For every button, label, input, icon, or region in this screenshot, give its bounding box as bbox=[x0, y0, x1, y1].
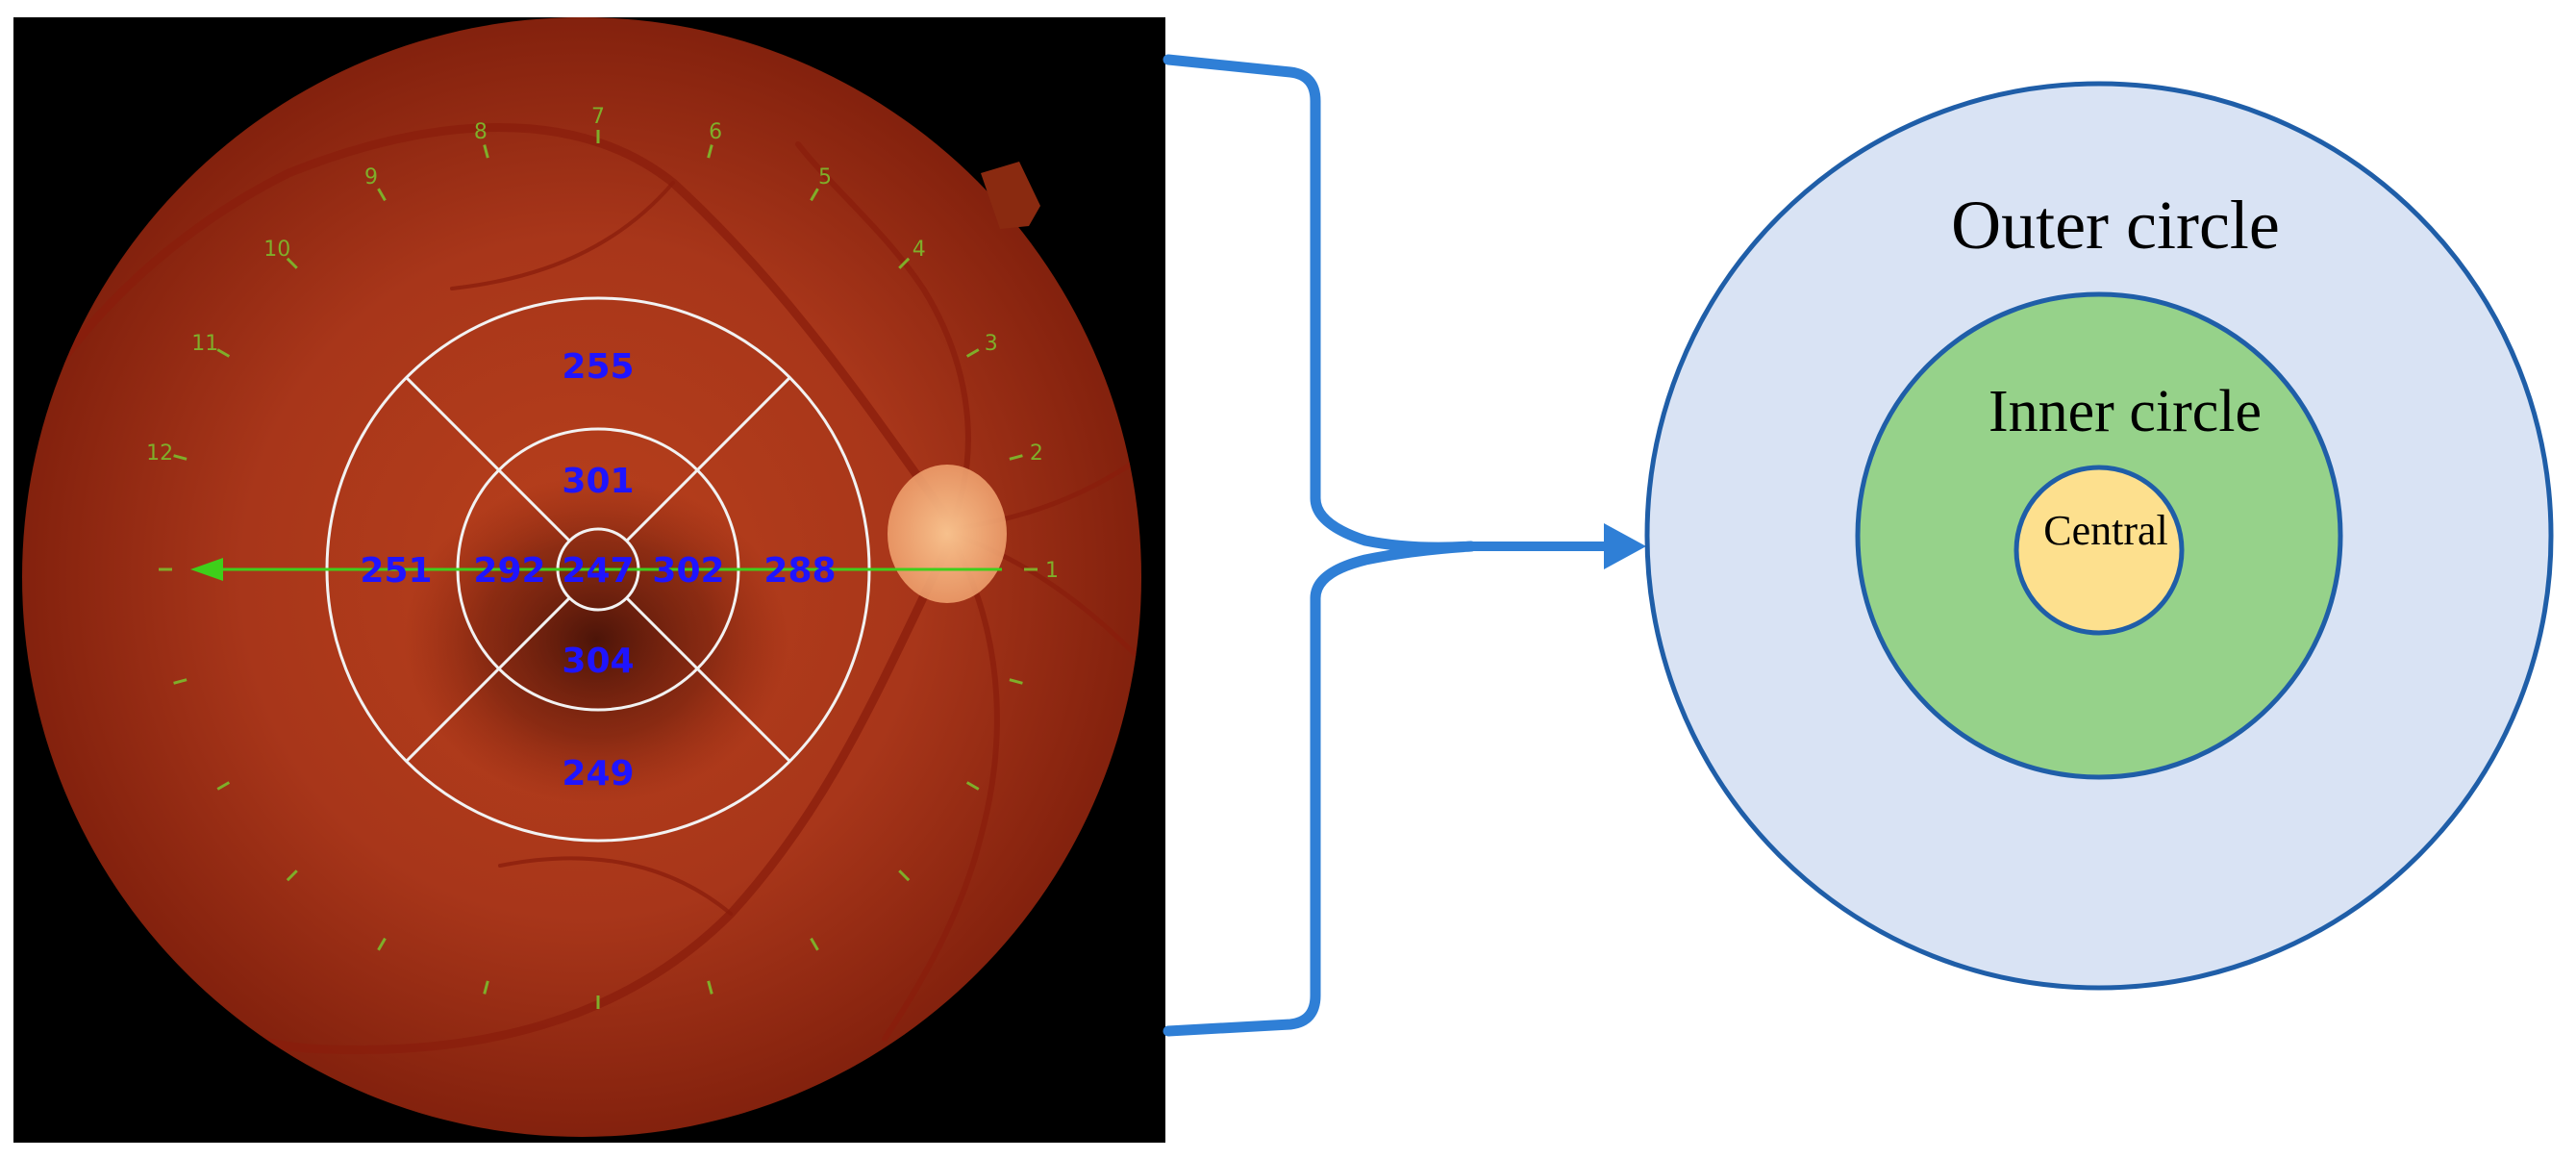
measurement-arrow bbox=[190, 558, 1002, 581]
clock-tick bbox=[898, 869, 911, 882]
clock-number: 11 bbox=[191, 332, 218, 356]
camera-notch bbox=[981, 162, 1040, 229]
grid-divider-3 bbox=[405, 376, 571, 542]
outer-circle-label: Outer circle bbox=[1951, 187, 2280, 264]
clock-tick bbox=[216, 781, 231, 791]
clock-tick bbox=[173, 454, 188, 461]
value-outer-superior: 255 bbox=[562, 347, 634, 387]
value-outer-nasal: 288 bbox=[763, 551, 836, 591]
clock-tick bbox=[1009, 454, 1023, 461]
clock-number: 10 bbox=[263, 238, 290, 262]
inner-circle-label: Inner circle bbox=[1988, 379, 2262, 444]
clock-number: 1 bbox=[1045, 559, 1059, 583]
clock-tick bbox=[810, 188, 819, 202]
macula-shadow bbox=[404, 476, 788, 803]
central-label: Central bbox=[2043, 507, 2168, 554]
value-outer-temporal: 251 bbox=[360, 551, 432, 591]
clock-number: 3 bbox=[985, 332, 998, 356]
clock-tick bbox=[483, 980, 489, 995]
value-outer-inferior: 249 bbox=[562, 754, 634, 794]
value-inner-nasal: 302 bbox=[652, 551, 724, 591]
value-inner-inferior: 304 bbox=[562, 642, 634, 681]
clock-number: 12 bbox=[146, 441, 173, 466]
clock-number: 5 bbox=[818, 165, 832, 189]
value-inner-superior: 301 bbox=[562, 462, 634, 501]
clock-tick bbox=[377, 188, 387, 202]
sector-values: 255 301 251 292 247 302 288 304 249 bbox=[360, 347, 836, 794]
schematic-diagram: Outer circle Inner circle Central bbox=[1644, 81, 2554, 991]
clock-tick bbox=[286, 869, 298, 882]
value-central: 247 bbox=[562, 551, 634, 591]
clock-tick bbox=[173, 678, 188, 685]
clock-number: 8 bbox=[474, 120, 488, 144]
grid-divider-2 bbox=[405, 596, 571, 763]
clock-tick bbox=[377, 937, 387, 951]
clock-tick bbox=[898, 257, 911, 269]
bracket-connector bbox=[1163, 54, 1646, 1037]
clock-tick bbox=[286, 257, 298, 269]
clock-number: 7 bbox=[591, 105, 605, 129]
clock-tick bbox=[965, 348, 980, 358]
clock-tick bbox=[216, 348, 231, 358]
clock-tick bbox=[965, 781, 980, 791]
clock-tick bbox=[810, 937, 819, 951]
grid-divider-1 bbox=[625, 596, 791, 763]
optic-disc bbox=[888, 465, 1007, 603]
value-inner-temporal: 292 bbox=[473, 551, 545, 591]
grid-divider-4 bbox=[625, 376, 791, 542]
clock-number: 6 bbox=[709, 120, 722, 144]
clock-number: 9 bbox=[364, 165, 378, 189]
clock-number: 2 bbox=[1030, 441, 1043, 466]
clock-number: 4 bbox=[913, 238, 926, 262]
clock-tick bbox=[707, 144, 713, 159]
central-circle bbox=[2013, 465, 2185, 636]
clock-tick bbox=[707, 980, 713, 995]
clock-tick bbox=[1009, 678, 1023, 685]
clock-tick bbox=[483, 144, 489, 159]
curly-bracket bbox=[1163, 54, 1477, 1037]
bracket-arrow-head bbox=[1604, 523, 1646, 569]
